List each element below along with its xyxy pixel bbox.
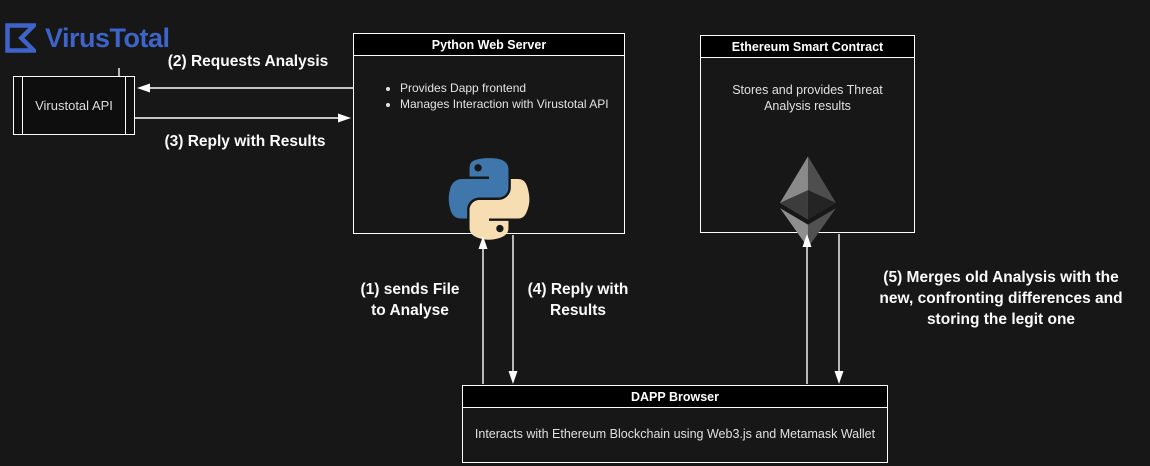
python-web-server-title: Python Web Server (354, 34, 624, 56)
ethereum-smart-contract-body: Stores and provides Threat Analysis resu… (701, 82, 914, 248)
arrow-reply-with-results-api (135, 113, 351, 123)
edge-label-line: new, confronting differences and (879, 290, 1123, 307)
node-dapp-browser: DAPP Browser Interacts with Ethereum Blo… (462, 385, 888, 463)
edge-label-line: Results (550, 302, 606, 319)
python-web-server-bullets: Provides Dapp frontend Manages Interacti… (354, 81, 624, 112)
node-right-bar (125, 77, 126, 134)
node-python-web-server: Python Web Server Provides Dapp frontend… (353, 33, 625, 240)
virustotal-sigma-icon (5, 23, 36, 53)
arrow-dapp-to-ethereum (802, 234, 812, 384)
edge-label-reply-with-results-api: (3) Reply with Results (164, 133, 326, 150)
virustotal-api-label: Virustotal API (35, 98, 113, 113)
dapp-browser-description: Interacts with Ethereum Blockchain using… (474, 426, 876, 441)
arrow-ethereum-to-dapp (834, 234, 844, 384)
ethereum-smart-contract-description: Stores and provides Threat Analysis resu… (732, 83, 883, 113)
arrow-sends-file (478, 236, 488, 384)
edge-label-line: storing the legit one (926, 311, 1076, 328)
bullet-item: Manages Interaction with Virustotal API (400, 97, 624, 112)
dapp-browser-title: DAPP Browser (463, 386, 887, 408)
ethereum-smart-contract-title: Ethereum Smart Contract (701, 36, 914, 58)
edge-label-reply-with-results-dapp: (4) Reply with Results (517, 279, 639, 321)
edge-label-line: to Analyse (371, 302, 449, 319)
node-left-bar (22, 77, 23, 134)
node-ethereum-smart-contract: Ethereum Smart Contract Stores and provi… (700, 35, 915, 248)
edge-label-line: (1) sends File (360, 281, 460, 298)
edge-label-requests-analysis: (2) Requests Analysis (167, 53, 329, 70)
edge-label-merges-analysis: (5) Merges old Analysis with the new, co… (857, 267, 1145, 330)
brand-name: VirusTotal (45, 22, 170, 53)
python-web-server-body: Provides Dapp frontend Manages Interacti… (354, 81, 624, 240)
virustotal-logo: VirusTotal (4, 22, 170, 54)
node-virustotal-api: Virustotal API (13, 76, 135, 135)
bullet-item: Provides Dapp frontend (400, 81, 624, 96)
edge-label-line: (4) Reply with (527, 281, 629, 298)
edge-label-line: (5) Merges old Analysis with the (883, 269, 1119, 286)
arrow-requests-analysis (137, 83, 353, 93)
python-logo-icon (448, 158, 530, 240)
edge-label-sends-file: (1) sends File to Analyse (349, 279, 471, 321)
ethereum-logo-icon (779, 156, 836, 248)
